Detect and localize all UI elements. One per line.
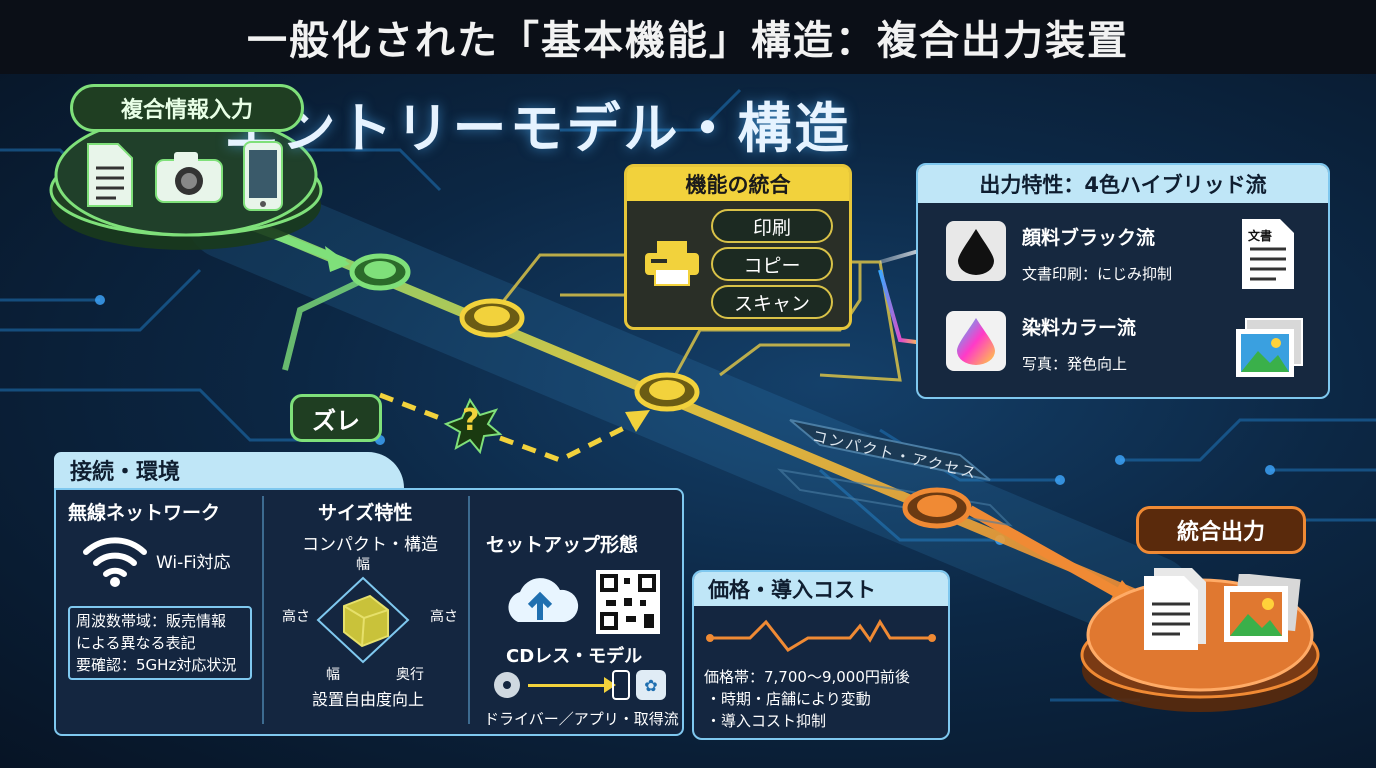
divider-2 [468,496,470,724]
divider-1 [262,496,264,724]
price-range: 価格帯：7,700〜9,000円前後 [704,668,910,686]
cd-disc-icon [492,670,522,700]
output-label: 統合出力 [1136,506,1306,554]
frequency-note-line-1: 周波数帯域：販売情報 [76,612,227,630]
setup-flow-line [528,684,608,687]
connectivity-panel: 無線ネットワーク Wi-Fi対応 周波数帯域：販売情報 による異なる表記 要確認… [54,488,684,736]
deviation-spark [443,397,503,455]
price-bullet-2: ・導入コスト抑制 [706,712,827,730]
setup-model: CDレス・モデル [506,646,643,667]
input-arrowhead [325,246,350,272]
cube-icon [308,574,418,666]
color-stream-desc: 写真：発色向上 [1022,355,1128,373]
diagram-heading: エントリーモデル・構造 [224,97,852,160]
output-arrow [967,505,1133,605]
deviation-label: ズレ [290,394,382,442]
camera-icon [154,150,224,204]
question-mark: ? [462,403,480,438]
output-photo-icon [1222,572,1302,646]
input-label: 複合情報入力 [70,84,304,132]
wifi-label: Wi-Fi対応 [156,553,231,573]
text-document-icon: 文書 [1240,217,1296,291]
node-3 [634,372,700,412]
frequency-note: 周波数帯域：販売情報 による異なる表記 要確認：5GHz対応状況 [68,606,252,680]
photo-icon [1234,317,1306,379]
document-label: 文書 [1248,229,1273,243]
document-icon [84,142,134,208]
black-ink-drop-icon [946,221,1006,281]
page-title: 一般化された「基本機能」構造：複合出力装置 [0,0,1376,74]
smartphone-icon [242,140,284,212]
black-stream-name: 顔料ブラック流 [1022,227,1156,249]
color-ink-drop-icon [946,311,1006,371]
circuit-traces [0,88,1376,702]
output-document-icon [1140,566,1216,652]
function-print: 印刷 [711,209,833,243]
app-icon: ✿ [636,670,666,700]
output-traits-title: 出力特性：4色ハイブリッド流 [918,165,1328,203]
connectivity-title: 接続・環境 [54,452,404,488]
green-loop [282,269,382,371]
setup-flow-label: ドライバー／アプリ・取得流 [484,710,679,728]
size-footer: 設置自由度向上 [312,690,425,709]
size-bottom-right-label: 奥行 [396,667,424,683]
wireless-title: 無線ネットワーク [68,502,221,524]
qr-code-icon [596,570,660,634]
function-panel: 機能の統合 印刷 コピー スキャン [624,164,852,330]
size-title: サイズ特性 [318,502,413,524]
size-right-label: 高さ [430,609,458,625]
size-left-label: 高さ [282,609,310,625]
price-bullet-1: ・時期・店舗により変動 [706,690,871,708]
setup-title: セットアップ形態 [486,534,639,556]
black-stream-desc: 文書印刷：にじみ抑制 [1022,265,1173,283]
node-2 [459,298,525,338]
deviation-arrowhead [625,410,650,432]
function-scan: スキャン [711,285,833,319]
cloud-upload-icon [500,572,580,630]
function-copy: コピー [711,247,833,281]
node-1 [349,253,411,291]
node-4 [902,487,972,529]
size-subtitle: コンパクト・構造 [302,535,438,555]
size-top-label: 幅 [356,557,370,573]
frequency-note-line-3: 要確認：5GHz対応状況 [76,656,237,674]
printer-icon [643,239,701,287]
output-traits-panel: 出力特性：4色ハイブリッド流 顔料ブラック流 文書印刷：にじみ抑制 文書 染料カ… [916,163,1330,399]
phone-small-icon [612,670,630,700]
function-panel-title: 機能の統合 [627,167,849,201]
price-trend-line [704,616,938,656]
price-title: 価格・導入コスト [694,572,948,606]
frequency-note-line-2: による異なる表記 [76,634,196,652]
color-stream-name: 染料カラー流 [1022,317,1137,339]
deviation-path [379,392,642,463]
size-bottom-left-label: 幅 [326,667,340,683]
price-panel: 価格・導入コスト 価格帯：7,700〜9,000円前後 ・時期・店舗により変動 … [692,570,950,740]
wifi-icon [80,532,150,588]
